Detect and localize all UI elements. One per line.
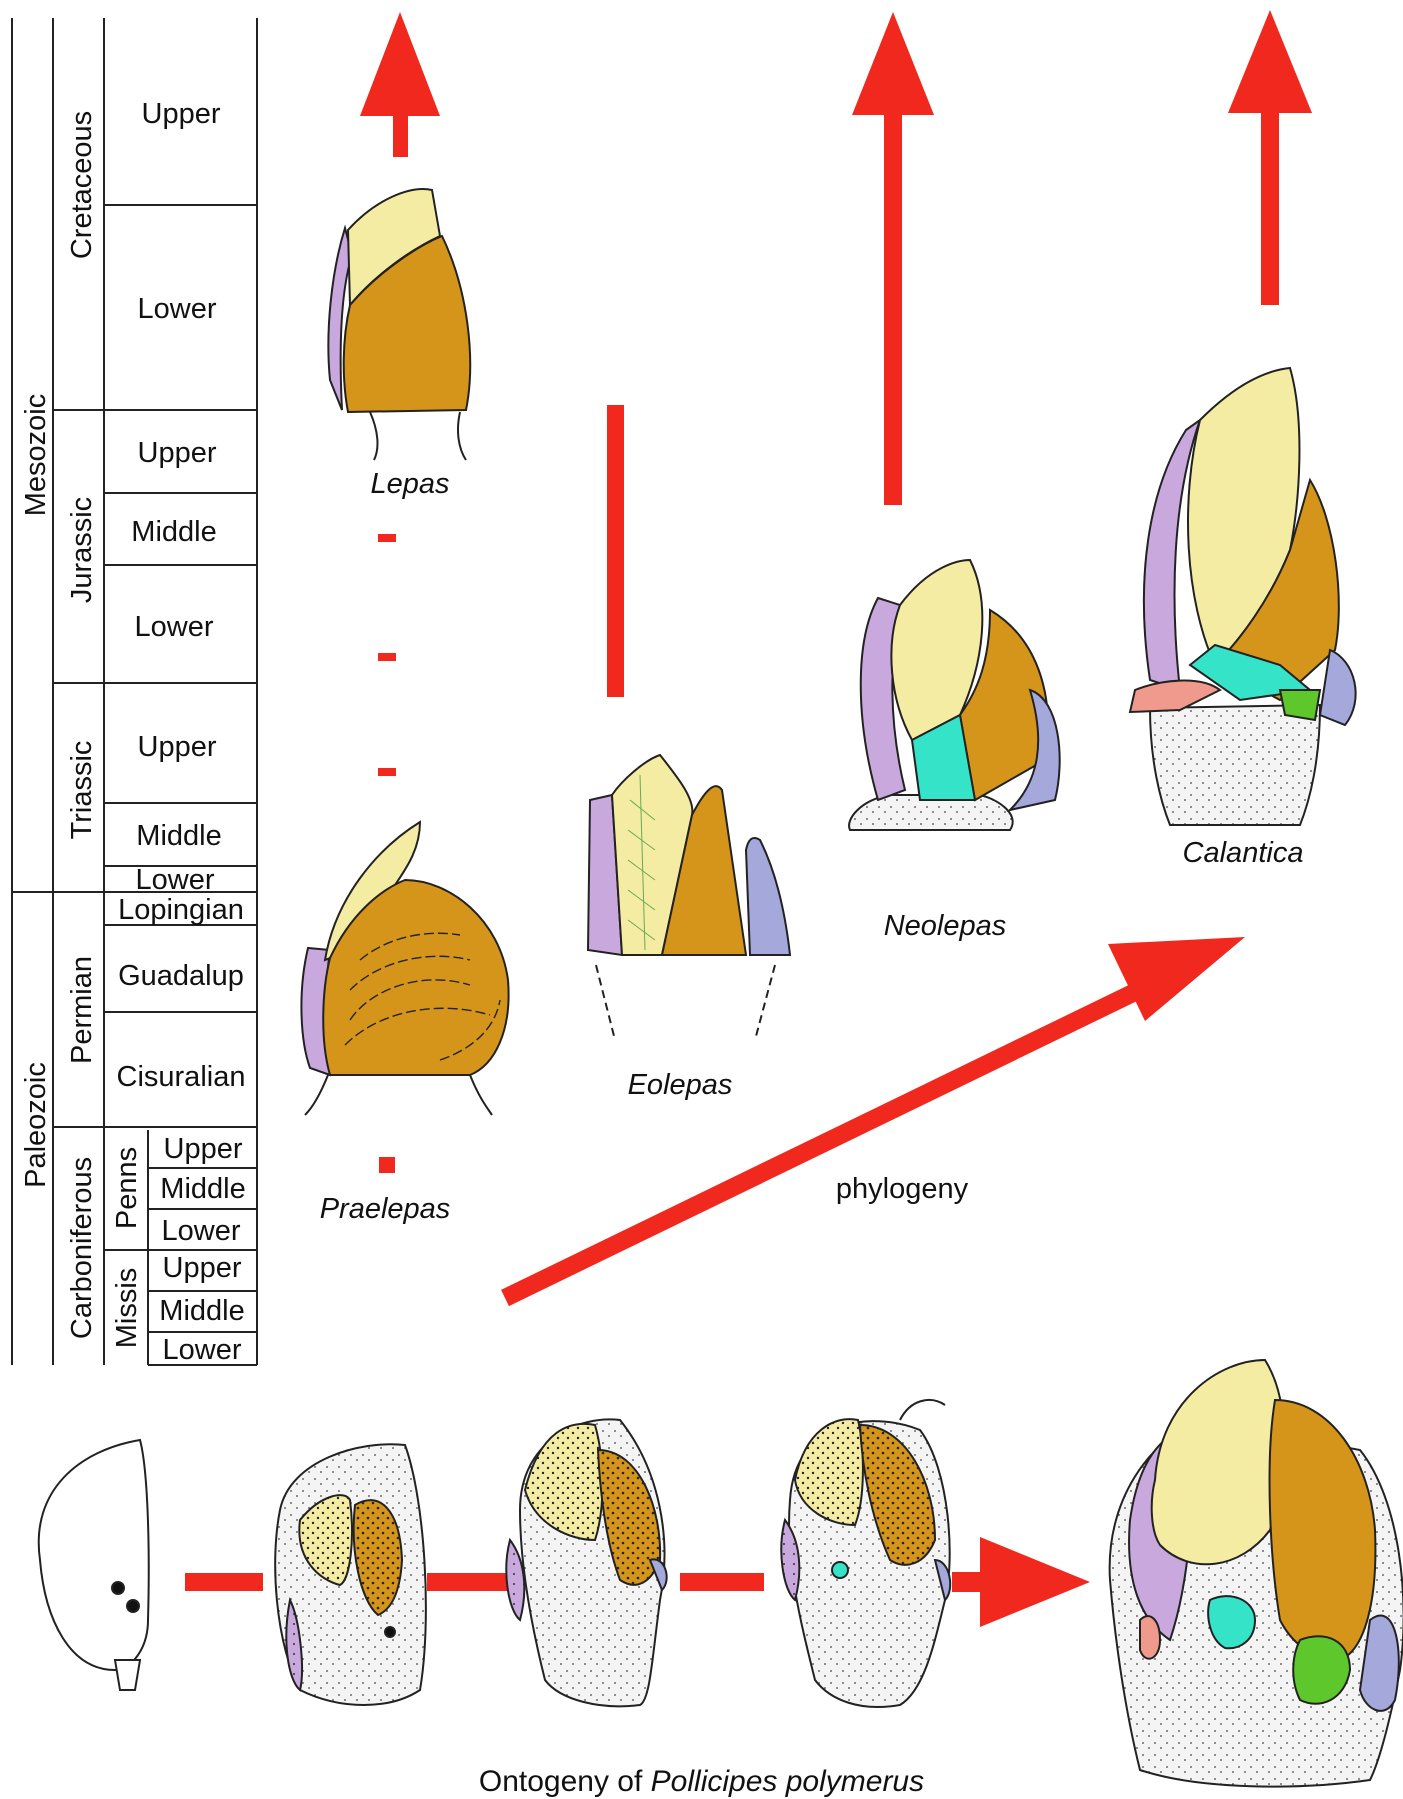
era-paleozoic: Paleozoic: [20, 1062, 52, 1188]
ontogeny-stage-4: [781, 1400, 950, 1707]
caption-prefix: Ontogeny of: [479, 1765, 651, 1798]
lepas-range-arrow: [360, 12, 440, 157]
epoch-jurassic-upper: Upper: [138, 437, 217, 469]
subperiod-missis: Missis: [111, 1268, 143, 1349]
ontogeny-arrow-dash: [185, 1573, 263, 1591]
taxon-label-eolepas: Eolepas: [628, 1069, 733, 1101]
eolepas-illustration: [588, 755, 790, 1040]
neolepas-illustration: [849, 560, 1060, 830]
taxon-label-praelepas: Praelepas: [320, 1193, 451, 1225]
phylogeny-label: phylogeny: [836, 1173, 969, 1205]
period-triassic: Triassic: [66, 741, 98, 840]
lepas-illustration: [328, 189, 470, 460]
epoch-missis-lower: Lower: [163, 1334, 242, 1366]
epoch-missis-upper: Upper: [163, 1252, 242, 1284]
ontogeny-stage-2: [275, 1444, 426, 1705]
ontogeny-stage-1: [39, 1440, 149, 1690]
ghost-lineage-dash: [378, 653, 396, 661]
epoch-cretaceous-lower: Lower: [138, 293, 217, 325]
ontogeny-stage-3: [506, 1419, 666, 1706]
epoch-triassic-lower: Lower: [136, 864, 215, 896]
epoch-penns-lower: Lower: [162, 1215, 241, 1247]
phylogeny-arrow: [505, 937, 1245, 1298]
epoch-penns-middle: Middle: [160, 1173, 245, 1205]
epoch-permian-cisuralian: Cisuralian: [117, 1061, 246, 1093]
taxon-label-neolepas: Neolepas: [884, 910, 1007, 942]
taxon-label-lepas: Lepas: [370, 468, 449, 500]
caption-species: Pollicipes polymerus: [651, 1765, 924, 1798]
ghost-lineage-dash: [378, 534, 396, 542]
praelepas-range-mark: [379, 1157, 395, 1173]
epoch-missis-middle: Middle: [159, 1295, 244, 1327]
period-jurassic: Jurassic: [66, 497, 98, 603]
epoch-jurassic-middle: Middle: [131, 516, 216, 548]
ontogeny-stage-5: [1110, 1360, 1403, 1787]
period-cretaceous: Cretaceous: [66, 111, 98, 259]
epoch-penns-upper: Upper: [164, 1133, 243, 1165]
calantica-illustration: [1130, 368, 1356, 825]
epoch-triassic-upper: Upper: [138, 731, 217, 763]
subperiod-penns: Penns: [111, 1147, 143, 1229]
ghost-lineage-dash: [378, 768, 396, 776]
epoch-permian-guadalup: Guadalup: [118, 960, 244, 992]
epoch-cretaceous-upper: Upper: [142, 98, 221, 130]
eolepas-range-bar: [607, 405, 624, 697]
epoch-triassic-middle: Middle: [136, 820, 221, 852]
period-permian: Permian: [66, 956, 98, 1064]
era-mesozoic: Mesozoic: [20, 394, 52, 517]
ontogeny-arrow-dash: [427, 1573, 517, 1591]
epoch-permian-lopingian: Lopingian: [118, 894, 244, 926]
calantica-range-arrow: [1228, 10, 1312, 305]
ontogeny-caption: Ontogeny of Pollicipes polymerus: [0, 1765, 1403, 1799]
neolepas-range-arrow: [852, 12, 934, 505]
ontogeny-arrow-head: [952, 1537, 1090, 1627]
period-carboniferous: Carboniferous: [66, 1157, 98, 1339]
ontogeny-arrow-dash: [680, 1573, 764, 1591]
praelepas-illustration: [301, 822, 508, 1115]
epoch-jurassic-lower: Lower: [135, 611, 214, 643]
taxon-label-calantica: Calantica: [1183, 837, 1304, 869]
